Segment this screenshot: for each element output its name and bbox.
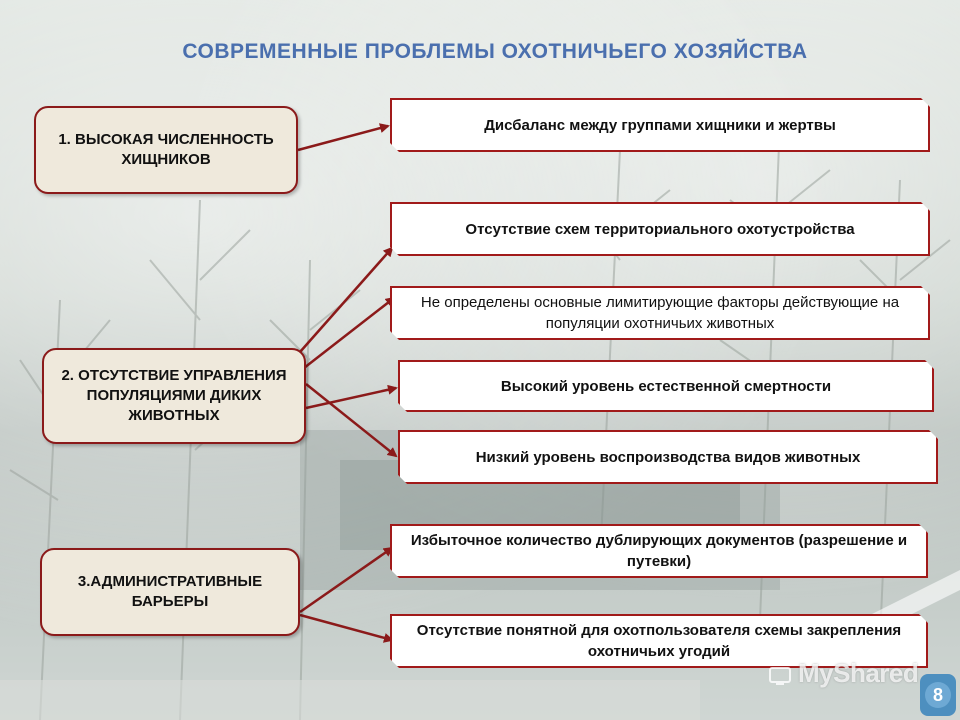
problem-label-1: Дисбаланс между группами хищники и жертв… — [484, 115, 836, 136]
cause-label-2: 2. ОТСУТСТВИЕ УПРАВЛЕНИЯ ПОПУЛЯЦИЯМИ ДИК… — [54, 366, 294, 426]
problem-label-2: Отсутствие схем территориального охотуст… — [465, 219, 854, 240]
problem-label-6: Избыточное количество дублирующих докуме… — [402, 530, 916, 572]
problem-box-4: Высокий уровень естественной смертности — [398, 360, 934, 412]
page-number: 8 — [925, 682, 951, 708]
problem-box-3: Не определены основные лимитирующие факт… — [390, 286, 930, 340]
arrow-cause2-problem4 — [306, 388, 396, 408]
problem-box-6: Избыточное количество дублирующих докуме… — [390, 524, 928, 578]
problem-label-4: Высокий уровень естественной смертности — [501, 376, 831, 397]
problem-label-3: Не определены основные лимитирующие факт… — [402, 292, 918, 334]
slide-title: СОВРЕМЕННЫЕ ПРОБЛЕМЫ ОХОТНИЧЬЕГО ХОЗЯЙСТ… — [0, 40, 960, 64]
cause-box-3: 3.АДМИНИСТРАТИВНЫЕ БАРЬЕРЫ — [40, 548, 300, 636]
page-number-badge: 8 — [920, 674, 956, 716]
watermark-text: MyShared — [798, 658, 918, 689]
arrow-cause1-problem1 — [298, 126, 388, 150]
cause-label-3: 3.АДМИНИСТРАТИВНЫЕ БАРЬЕРЫ — [52, 572, 288, 612]
myshared-logo-icon — [768, 662, 794, 688]
problem-box-5: Низкий уровень воспроизводства видов жив… — [398, 430, 938, 484]
problem-box-1: Дисбаланс между группами хищники и жертв… — [390, 98, 930, 152]
cause-box-2: 2. ОТСУТСТВИЕ УПРАВЛЕНИЯ ПОПУЛЯЦИЯМИ ДИК… — [42, 348, 306, 444]
arrow-cause3-problem6 — [300, 548, 392, 612]
problem-label-5: Низкий уровень воспроизводства видов жив… — [476, 447, 861, 468]
cause-box-1: 1. ВЫСОКАЯ ЧИСЛЕННОСТЬ ХИЩНИКОВ — [34, 106, 298, 194]
problem-label-7: Отсутствие понятной для охотпользователя… — [402, 620, 916, 662]
arrow-cause3-problem7 — [300, 615, 392, 640]
arrow-cause2-problem5 — [306, 384, 396, 456]
problem-box-2: Отсутствие схем территориального охотуст… — [390, 202, 930, 256]
cause-label-1: 1. ВЫСОКАЯ ЧИСЛЕННОСТЬ ХИЩНИКОВ — [46, 130, 286, 170]
